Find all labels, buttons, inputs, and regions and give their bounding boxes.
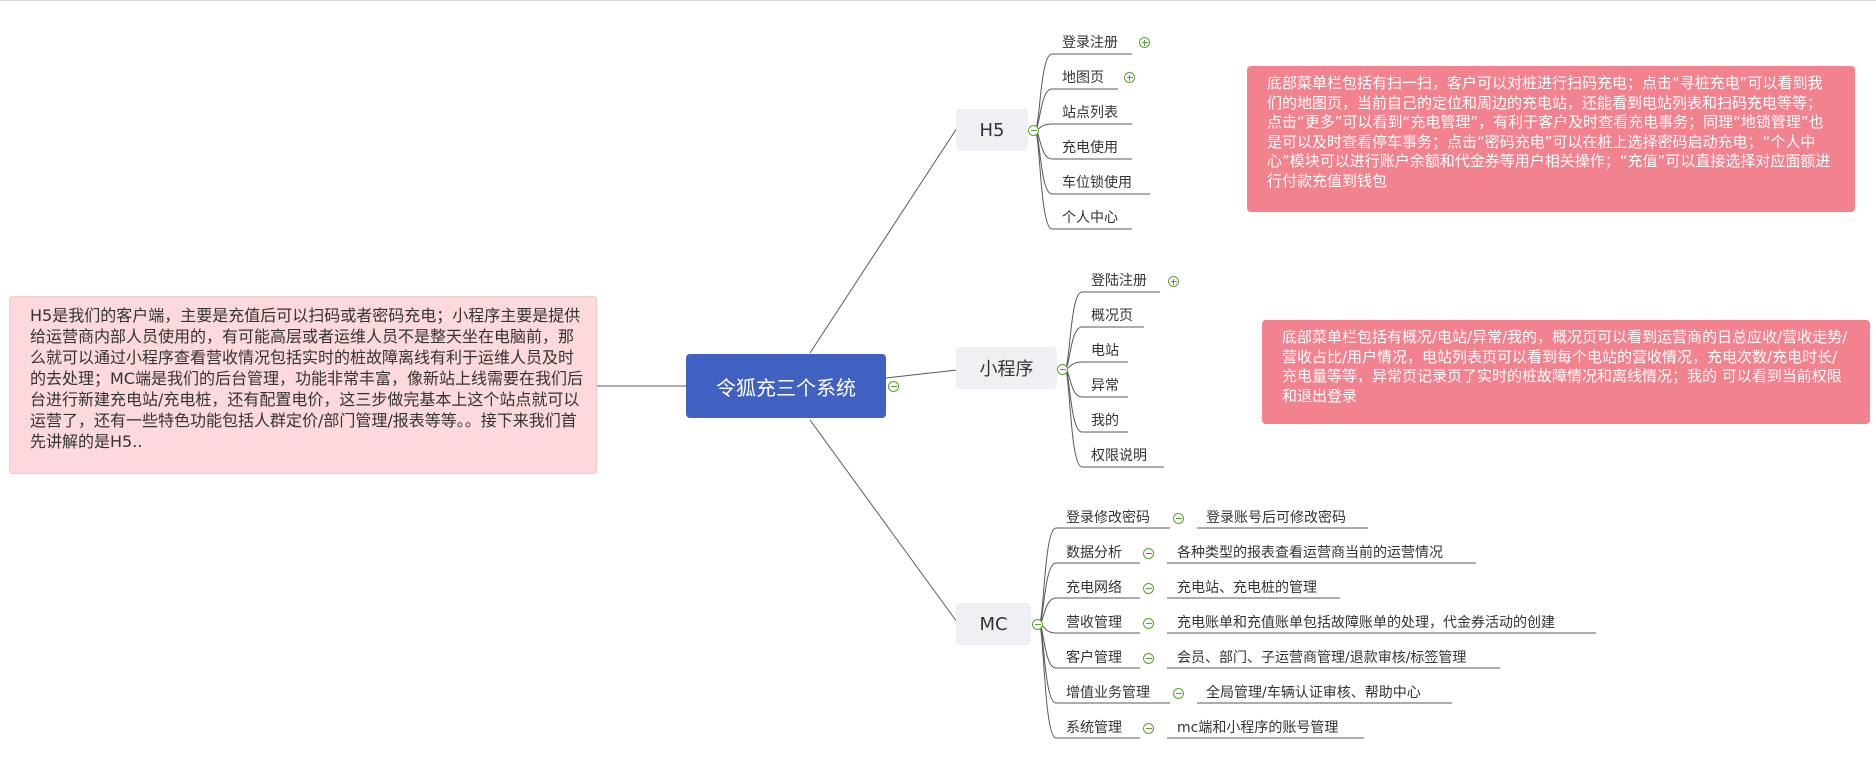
- mini-item[interactable]: 我的: [1091, 413, 1119, 429]
- h5-item[interactable]: 站点列表: [1062, 105, 1118, 121]
- top-border: [0, 0, 1876, 1]
- h5-item[interactable]: 车位锁使用: [1062, 175, 1132, 191]
- mini-item[interactable]: 电站: [1091, 343, 1119, 359]
- mini-item[interactable]: 权限说明: [1091, 448, 1147, 464]
- collapse-toggle-icon[interactable]: [1028, 125, 1039, 136]
- mc-item-detail: mc端和小程序的账号管理: [1177, 720, 1339, 736]
- branch-h5[interactable]: H5: [956, 109, 1028, 151]
- h5-callout: 底部菜单栏包括有扫一扫，客户可以对桩进行扫码充电；点击“寻桩充电”可以看到我们的…: [1247, 66, 1855, 212]
- collapse-toggle-icon[interactable]: [1057, 364, 1068, 375]
- mc-item-detail: 充电站、充电桩的管理: [1177, 580, 1317, 596]
- expand-toggle-icon[interactable]: [1139, 37, 1150, 48]
- mini-program-callout: 底部菜单栏包括有概况/电站/异常/我的，概况页可以看到运营商的日总应收/营收走势…: [1262, 320, 1870, 424]
- h5-item[interactable]: 充电使用: [1062, 140, 1118, 156]
- branch-mini-program[interactable]: 小程序: [956, 347, 1057, 389]
- mc-item-detail: 全局管理/车辆认证审核、帮助中心: [1206, 685, 1421, 701]
- root-node[interactable]: 令狐充三个系统: [686, 354, 886, 418]
- mini-item[interactable]: 登陆注册: [1091, 273, 1147, 289]
- h5-item[interactable]: 登录注册: [1062, 35, 1118, 51]
- intro-description: H5是我们的客户端，主要是充值后可以扫码或者密码充电；小程序主要是提供给运营商内…: [9, 296, 597, 474]
- h5-item[interactable]: 个人中心: [1062, 210, 1118, 226]
- mc-item-detail: 会员、部门、子运营商管理/退款审核/标签管理: [1177, 650, 1467, 666]
- collapse-toggle-icon[interactable]: [1173, 513, 1184, 524]
- expand-toggle-icon[interactable]: [1168, 276, 1179, 287]
- mc-item[interactable]: 登录修改密码: [1066, 510, 1150, 526]
- branch-mc[interactable]: MC: [956, 603, 1031, 645]
- mini-item[interactable]: 概况页: [1091, 308, 1133, 324]
- mini-item[interactable]: 异常: [1091, 378, 1119, 394]
- mc-item[interactable]: 系统管理: [1066, 720, 1122, 736]
- mc-item-detail: 充电账单和充值账单包括故障账单的处理，代金券活动的创建: [1177, 615, 1555, 631]
- collapse-toggle-icon[interactable]: [1143, 583, 1154, 594]
- mc-item[interactable]: 充电网络: [1066, 580, 1122, 596]
- collapse-toggle-icon[interactable]: [1143, 723, 1154, 734]
- mc-item[interactable]: 增值业务管理: [1066, 685, 1150, 701]
- collapse-toggle-icon[interactable]: [1032, 619, 1043, 630]
- h5-item[interactable]: 地图页: [1062, 70, 1104, 86]
- collapse-toggle-icon[interactable]: [1173, 688, 1184, 699]
- mc-item[interactable]: 客户管理: [1066, 650, 1122, 666]
- collapse-toggle-icon[interactable]: [1143, 653, 1154, 664]
- expand-toggle-icon[interactable]: [1124, 72, 1135, 83]
- mc-item-detail: 各种类型的报表查看运营商当前的运营情况: [1177, 545, 1443, 561]
- mc-item[interactable]: 数据分析: [1066, 545, 1122, 561]
- mc-item[interactable]: 营收管理: [1066, 615, 1122, 631]
- collapse-toggle-icon[interactable]: [1143, 548, 1154, 559]
- mc-item-detail: 登录账号后可修改密码: [1206, 510, 1346, 526]
- collapse-toggle-icon[interactable]: [1143, 618, 1154, 629]
- collapse-toggle-icon[interactable]: [888, 381, 899, 392]
